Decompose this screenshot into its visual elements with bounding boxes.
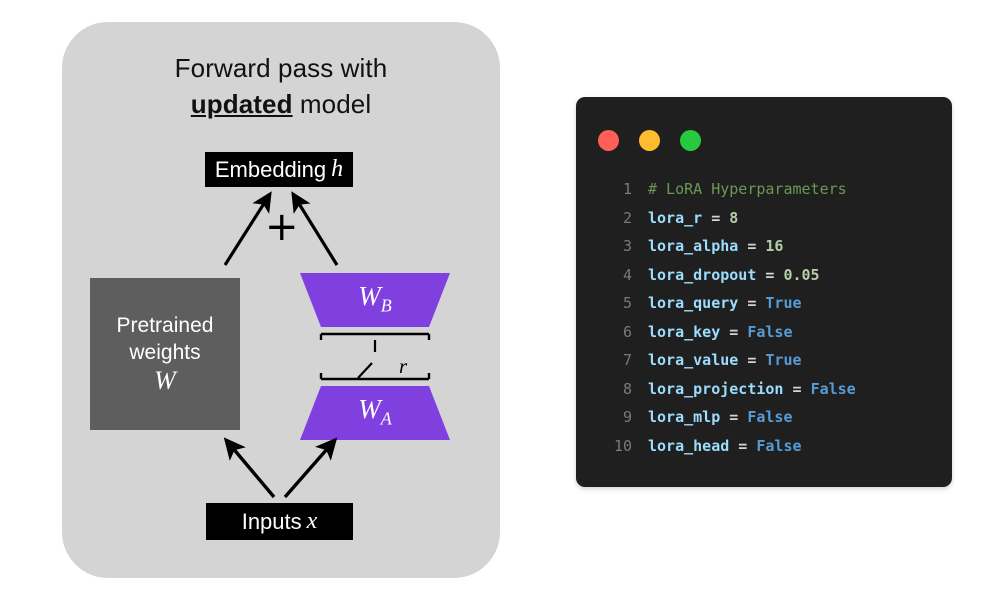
token-op: = — [702, 208, 730, 227]
code-line[interactable]: 10 lora_head = False — [576, 432, 952, 461]
code-line[interactable]: 4 lora_dropout = 0.05 — [576, 261, 952, 290]
pretrained-weights-node: Pretrained weights W — [90, 278, 240, 430]
code-line-text: # LoRA Hyperparameters — [648, 175, 847, 204]
token-bool: True — [765, 351, 802, 369]
close-icon[interactable] — [598, 130, 619, 151]
line-number: 5 — [622, 294, 632, 312]
code-line-text: lora_value = True — [648, 346, 802, 375]
adapter-matrix-a: WA — [300, 386, 450, 440]
code-line[interactable]: 8 lora_projection = False — [576, 375, 952, 404]
token-bool: False — [747, 322, 793, 341]
lora-diagram-panel: Forward pass with updated model Embeddin… — [62, 22, 500, 578]
plus-icon: + — [265, 204, 299, 250]
adapter-matrix-b: WB — [300, 273, 450, 327]
code-line-text: lora_key = False — [648, 318, 793, 347]
token-ident: lora_alpha — [648, 237, 739, 255]
embedding-variable: h — [331, 156, 344, 182]
adapter-a-subscript: A — [380, 408, 392, 429]
token-comment: # LoRA Hyperparameters — [648, 180, 847, 198]
pretrained-variable: W — [154, 366, 176, 395]
code-line[interactable]: 3 lora_alpha = 16 — [576, 232, 952, 261]
token-op: = — [738, 294, 766, 312]
arrow-inputs-to-pretrained — [223, 437, 276, 499]
code-line-text: lora_alpha = 16 — [648, 232, 783, 261]
code-window[interactable]: 1 # LoRA Hyperparameters 2 lora_r = 8 3 lora_… — [576, 97, 952, 487]
token-num: 0.05 — [783, 265, 820, 284]
token-op: = — [720, 322, 748, 341]
line-number: 2 — [622, 208, 632, 227]
code-line[interactable]: 1 # LoRA Hyperparameters — [576, 175, 952, 204]
token-bool: False — [747, 408, 793, 426]
token-bool: False — [810, 379, 856, 398]
token-ident: lora_mlp — [648, 408, 721, 426]
token-ident: lora_value — [648, 351, 739, 369]
line-number: 9 — [622, 408, 632, 426]
token-ident: lora_r — [648, 208, 703, 227]
arrow-inputs-to-adapter — [283, 437, 338, 499]
line-number: 8 — [622, 379, 632, 398]
adapter-b-label: WB — [358, 281, 392, 316]
code-line-text: lora_mlp = False — [648, 403, 793, 432]
diagram-title: Forward pass with updated model — [62, 50, 500, 122]
adapter-b-subscript: B — [380, 295, 392, 316]
token-bool: False — [756, 436, 802, 455]
token-op: = — [756, 265, 784, 284]
pretrained-line1: Pretrained — [116, 314, 214, 337]
line-number: 6 — [622, 322, 632, 341]
code-line-text: lora_query = True — [648, 289, 802, 318]
token-ident: lora_head — [648, 436, 730, 455]
code-line[interactable]: 5 lora_query = True — [576, 289, 952, 318]
code-line-text: lora_dropout = 0.05 — [648, 261, 820, 290]
token-num: 8 — [729, 208, 739, 227]
arrow-adapter-to-embedding — [291, 191, 339, 266]
minimize-icon[interactable] — [639, 130, 660, 151]
token-op: = — [729, 436, 757, 455]
token-bool: True — [765, 294, 802, 312]
code-line[interactable]: 2 lora_r = 8 — [576, 204, 952, 233]
token-op: = — [738, 351, 766, 369]
token-ident: lora_key — [648, 322, 721, 341]
token-ident: lora_query — [648, 294, 739, 312]
rank-bracket-top — [319, 332, 431, 340]
rank-label: r — [399, 354, 408, 378]
line-number: 1 — [622, 180, 632, 198]
line-number: 4 — [622, 265, 632, 284]
code-line[interactable]: 9 lora_mlp = False — [576, 403, 952, 432]
inputs-variable: x — [306, 508, 318, 534]
maximize-icon[interactable] — [680, 130, 701, 151]
rank-bracket-bottom — [319, 373, 431, 381]
code-line[interactable]: 6 lora_key = False — [576, 318, 952, 347]
diagram-title-line1: Forward pass with — [174, 53, 388, 83]
embedding-label: Embedding — [214, 156, 327, 182]
token-ident: lora_projection — [648, 379, 784, 398]
diagram-title-line2-rest: model — [292, 89, 372, 119]
code-line[interactable]: 7 lora_value = True — [576, 346, 952, 375]
line-number: 7 — [622, 351, 632, 369]
window-titlebar — [598, 130, 701, 151]
token-op: = — [720, 408, 748, 426]
rank-dimension-line — [357, 340, 377, 379]
pretrained-line2: weights — [129, 341, 201, 364]
line-number: 3 — [622, 237, 632, 255]
code-editor[interactable]: 1 # LoRA Hyperparameters 2 lora_r = 8 3 lora_… — [576, 175, 952, 460]
token-num: 16 — [765, 237, 784, 255]
diagram-title-emphasis: updated — [190, 89, 293, 119]
code-line-text: lora_head = False — [648, 432, 802, 461]
line-number: 10 — [613, 436, 632, 455]
adapter-a-label: WA — [358, 394, 392, 429]
code-line-text: lora_r = 8 — [648, 204, 738, 233]
inputs-label: Inputs — [241, 508, 302, 534]
token-op: = — [783, 379, 811, 398]
code-line-text: lora_projection = False — [648, 375, 856, 404]
token-op: = — [738, 237, 766, 255]
arrow-pretrained-to-embedding — [223, 191, 272, 266]
token-ident: lora_dropout — [648, 265, 757, 284]
